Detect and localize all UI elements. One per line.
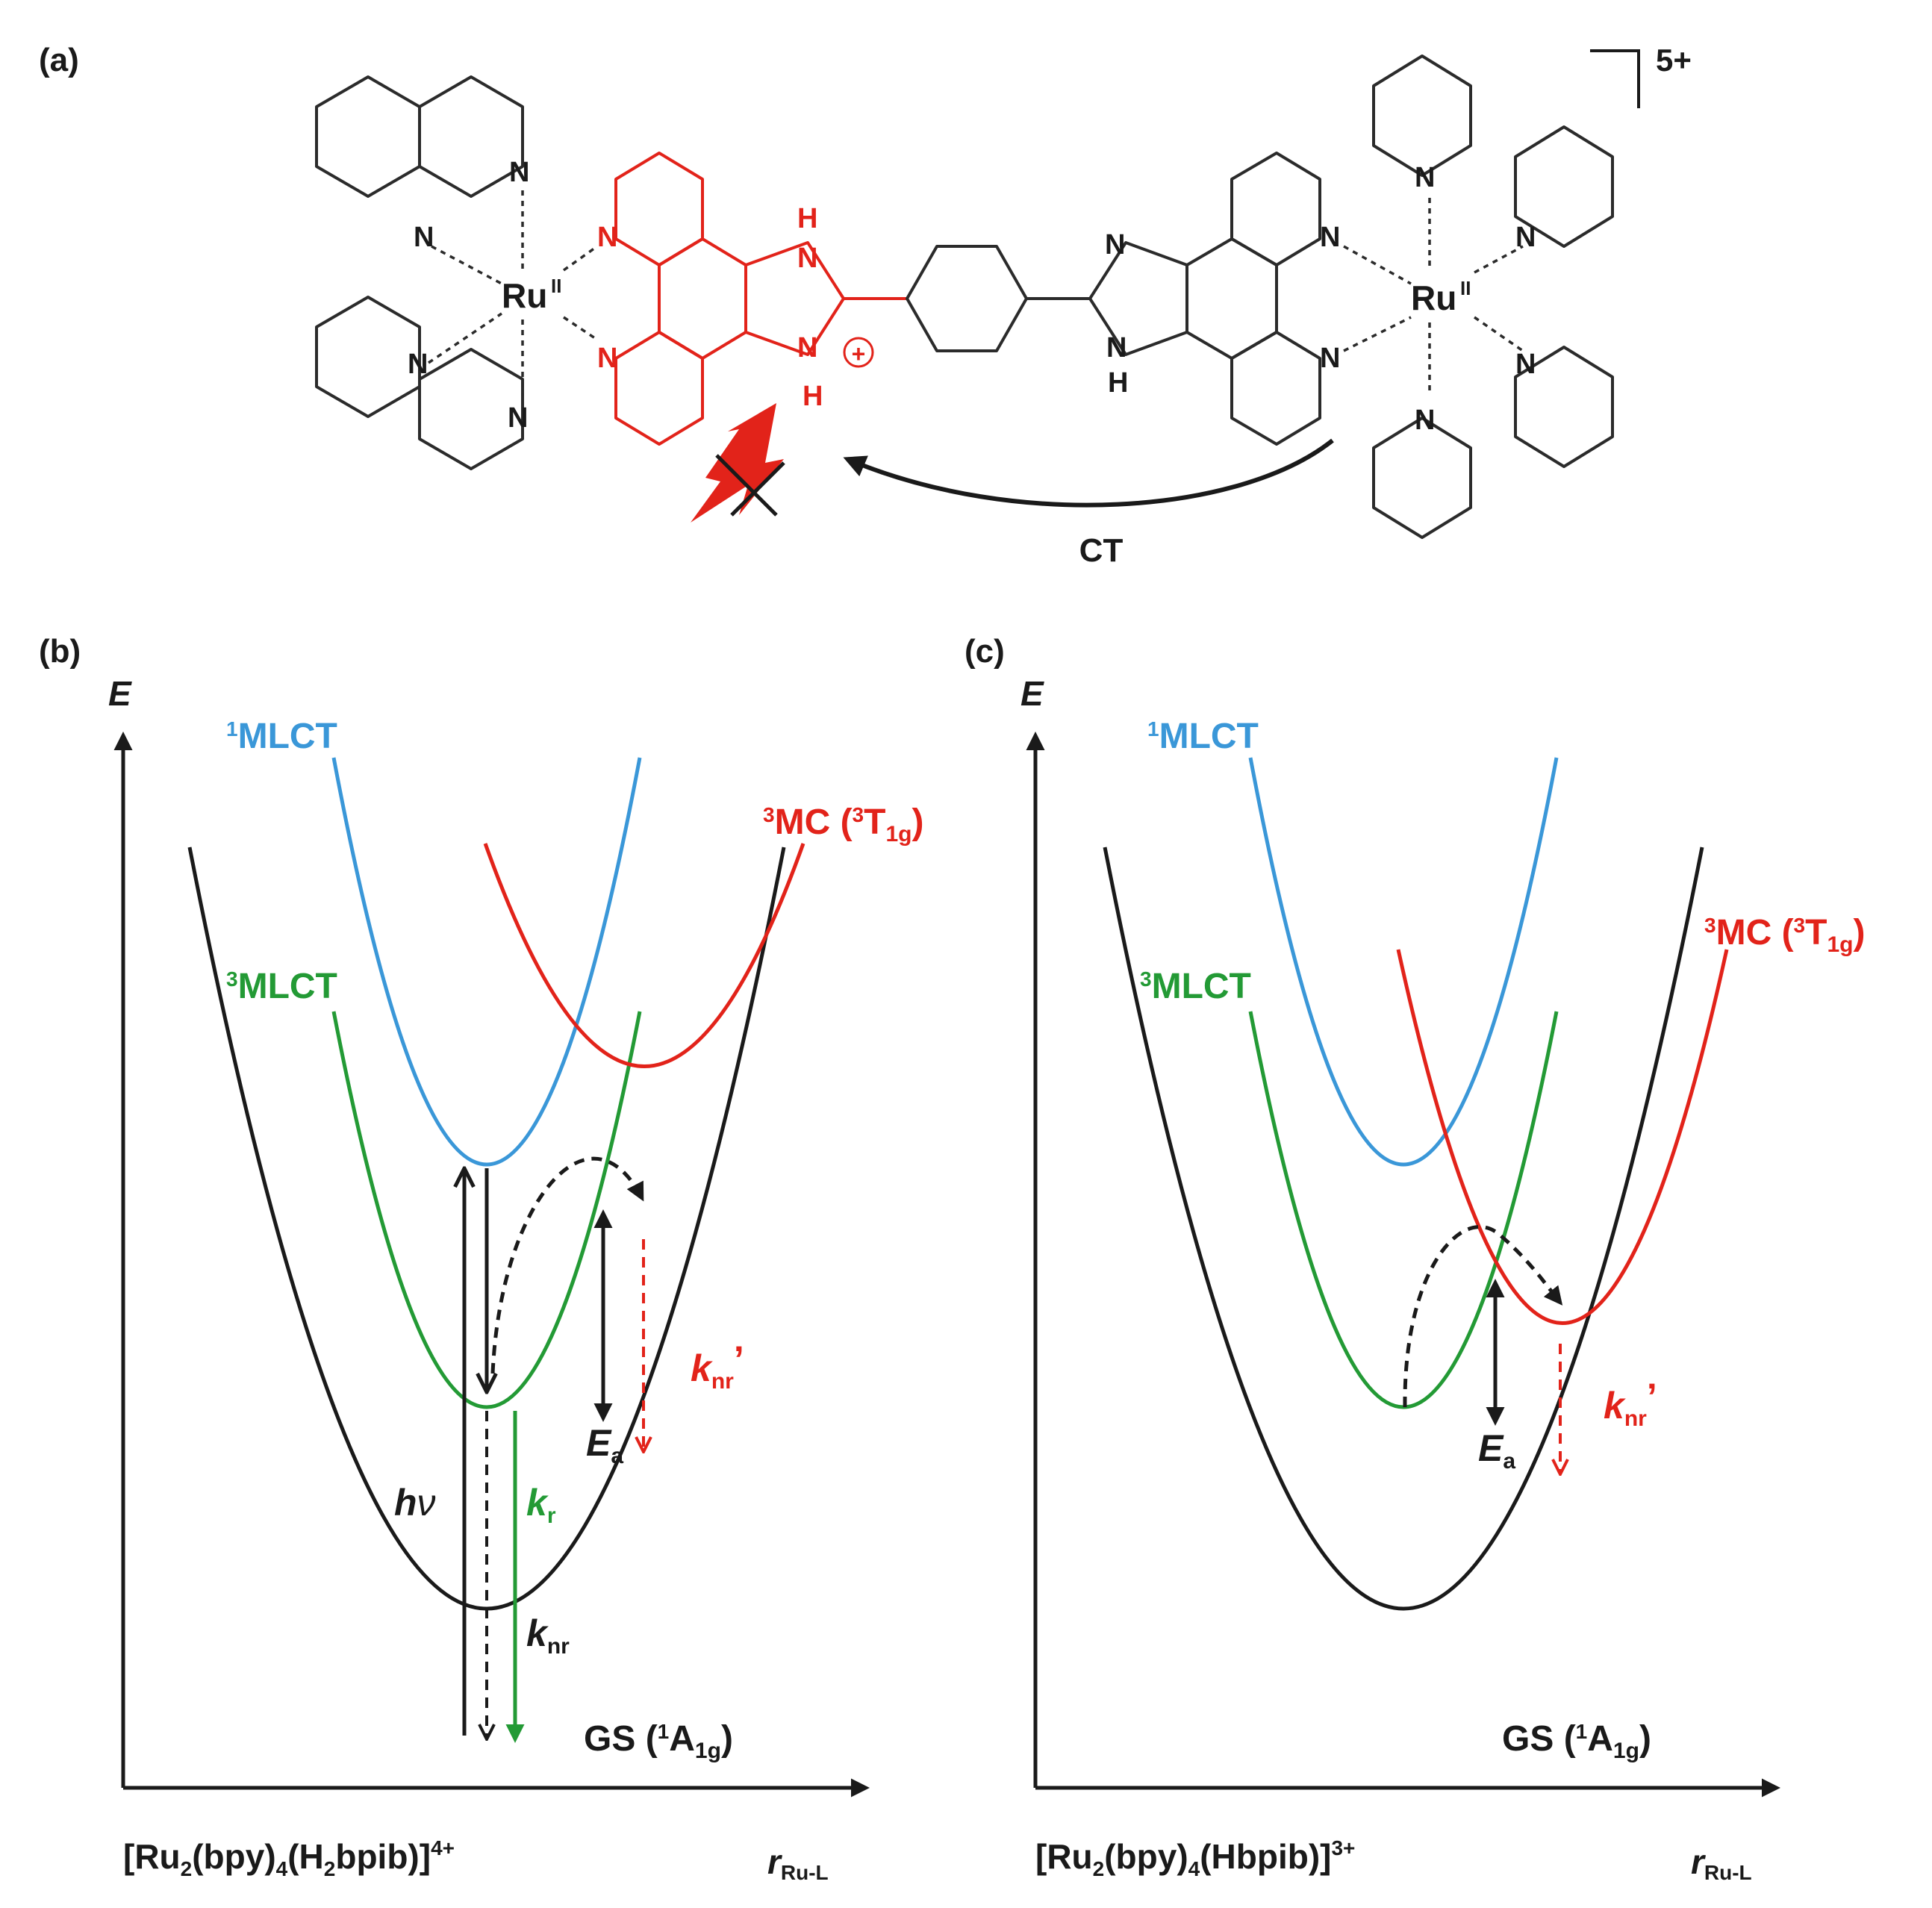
imidazole-n: N bbox=[797, 243, 817, 274]
mlct3-label: 3MLCT bbox=[1140, 967, 1251, 1006]
panel-c: (c) E rRu-L 1MLCT 3MLCT 3MC (3T1g) GS (1… bbox=[965, 633, 1865, 1884]
compound-b-label: [Ru2(bpy)4(H2bpib)]4+ bbox=[123, 1836, 455, 1880]
gs-curve bbox=[1103, 847, 1704, 1611]
panel-b: (b) E rRu-L 1MLCT 3MLCT 3MC (3T1g) GS (1… bbox=[39, 633, 923, 1884]
left-bipyridine-ligands bbox=[315, 75, 524, 470]
charge-bracket: 5+ bbox=[1590, 43, 1692, 108]
thermal-activation-arrow bbox=[1403, 1225, 1563, 1408]
hv-label: hν bbox=[394, 1482, 436, 1524]
mlct3-label: 3MLCT bbox=[226, 967, 337, 1006]
right-bipyridine-ligands bbox=[1372, 54, 1614, 539]
mc3-curve bbox=[483, 843, 805, 1068]
imidazole-n-protonated: N bbox=[797, 332, 817, 364]
mlct1-label: 1MLCT bbox=[226, 717, 337, 756]
n-atom: N bbox=[597, 222, 617, 253]
y-axis-label: E bbox=[1020, 674, 1044, 713]
n-atom: N bbox=[1515, 222, 1536, 253]
ea-label: Ea bbox=[586, 1422, 623, 1468]
ru-oxidation-state: II bbox=[551, 275, 561, 297]
phenylene-ring bbox=[906, 245, 1028, 352]
kr-label: kr bbox=[526, 1482, 556, 1528]
n-atom: N bbox=[1320, 222, 1340, 253]
mc3-label: 3MC (3T1g) bbox=[763, 802, 923, 847]
panel-a: (a) 5+ N N N N Ru II bbox=[39, 42, 1692, 569]
knr-label: knr bbox=[526, 1612, 570, 1659]
n-atom: N bbox=[414, 222, 434, 253]
mlct1-curve bbox=[331, 757, 642, 1167]
compound-c-label: [Ru2(bpy)4(Hbpib)]3+ bbox=[1035, 1836, 1355, 1880]
svg-text:+: + bbox=[852, 340, 866, 367]
neutral-ligand-half bbox=[1088, 152, 1321, 446]
gs-label: GS (1A1g) bbox=[1502, 1719, 1651, 1763]
imidazole-n: N bbox=[1105, 229, 1125, 261]
charge-label: 5+ bbox=[1656, 43, 1692, 78]
n-atom: N bbox=[1320, 343, 1340, 374]
blocked-emission-icon bbox=[691, 403, 785, 523]
imidazole-h: H bbox=[1108, 367, 1128, 399]
mc3-label: 3MC (3T1g) bbox=[1704, 913, 1865, 957]
panel-a-label: (a) bbox=[39, 42, 79, 78]
ru-symbol: Ru bbox=[1411, 278, 1456, 317]
mlct1-label: 1MLCT bbox=[1147, 717, 1259, 756]
imidazole-h: H bbox=[797, 203, 817, 234]
gs-label: GS (1A1g) bbox=[584, 1719, 733, 1763]
n-atom: N bbox=[1415, 405, 1435, 436]
n-atom: N bbox=[509, 157, 529, 188]
imidazole-h: H bbox=[803, 381, 823, 412]
knr-prime-label: knr’ bbox=[1604, 1376, 1657, 1431]
n-atom: N bbox=[1415, 162, 1435, 193]
x-axis-label: rRu-L bbox=[1691, 1842, 1752, 1884]
positive-charge-icon: + bbox=[843, 337, 874, 368]
panel-b-label: (b) bbox=[39, 633, 81, 670]
ea-label: Ea bbox=[1478, 1427, 1515, 1474]
left-ru-center: Ru II bbox=[428, 190, 599, 396]
mlct3-curve bbox=[1248, 1011, 1559, 1409]
x-axis-label: rRu-L bbox=[767, 1842, 829, 1884]
ru-oxidation-state: II bbox=[1460, 277, 1471, 299]
charge-transfer-arrow bbox=[843, 438, 1334, 508]
n-atom: N bbox=[508, 402, 528, 434]
n-atom: N bbox=[1515, 349, 1536, 380]
thermal-activation-arrow bbox=[490, 1156, 644, 1374]
ru-symbol: Ru bbox=[502, 276, 547, 315]
mc3-curve bbox=[1396, 949, 1729, 1325]
right-ru-center: Ru II bbox=[1343, 198, 1524, 396]
n-atom: N bbox=[408, 349, 428, 380]
imidazole-nh: N bbox=[1106, 332, 1127, 364]
knr-prime-label: knr’ bbox=[691, 1338, 744, 1394]
panel-c-label: (c) bbox=[965, 633, 1005, 670]
ct-label: CT bbox=[1079, 532, 1124, 569]
mlct1-curve bbox=[1248, 757, 1559, 1167]
n-atom: N bbox=[597, 343, 617, 374]
protonated-ligand-half bbox=[614, 152, 907, 446]
y-axis-label: E bbox=[108, 674, 132, 713]
